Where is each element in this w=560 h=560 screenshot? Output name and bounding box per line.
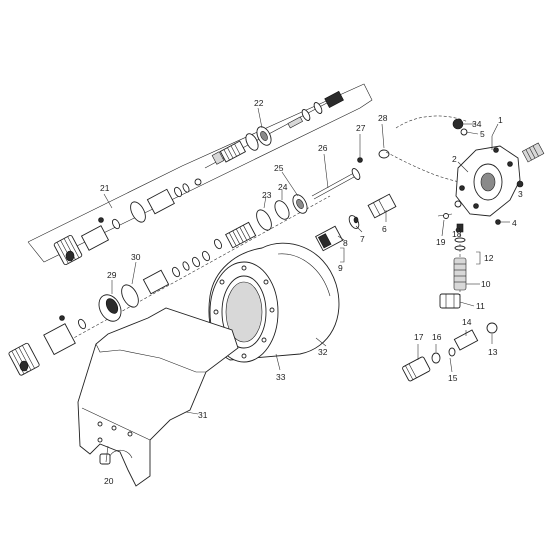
callout-28: 28 — [378, 113, 388, 123]
callout-22: 22 — [254, 98, 264, 108]
callout-31: 31 — [198, 410, 208, 420]
callout-12: 12 — [484, 253, 494, 263]
callout-21: 21 — [100, 183, 110, 193]
callout-33: 33 — [276, 372, 286, 382]
callout-19: 19 — [436, 237, 446, 247]
callout-18: 18 — [452, 229, 462, 239]
callout-8: 8 — [343, 238, 348, 248]
callout-15: 15 — [448, 373, 458, 383]
callout-24: 24 — [278, 182, 288, 192]
parts-7-8-9 — [315, 215, 360, 252]
leader-lines — [103, 107, 521, 463]
callout-2: 2 — [452, 154, 457, 164]
callout-30: 30 — [131, 252, 141, 262]
callout-17: 17 — [414, 332, 424, 342]
bracket-31 — [77, 307, 239, 487]
callout-13: 13 — [488, 347, 498, 357]
callout-4: 4 — [512, 218, 517, 228]
callout-10: 10 — [481, 279, 491, 289]
callout-32: 32 — [318, 347, 328, 357]
main-row-assembly — [8, 149, 390, 376]
part-22-assembly — [204, 90, 344, 169]
callout-23: 23 — [262, 190, 272, 200]
callout-25: 25 — [274, 163, 284, 173]
part-21-assembly — [53, 178, 202, 266]
callout-7: 7 — [360, 234, 365, 244]
part-6 — [367, 193, 397, 219]
callout-5: 5 — [480, 129, 485, 139]
callout-11: 11 — [476, 301, 485, 311]
callout-1: 1 — [498, 115, 503, 125]
callout-20: 20 — [104, 476, 114, 486]
right-housing — [385, 115, 545, 225]
callout-14: 14 — [462, 317, 472, 327]
callout-26: 26 — [318, 143, 328, 153]
callout-6: 6 — [382, 224, 387, 234]
parts-10-19 — [402, 213, 498, 382]
callout-9: 9 — [338, 263, 343, 273]
callout-labels: 1 2 3 4 5 6 7 8 9 10 11 12 13 14 15 16 1… — [100, 98, 523, 486]
callout-3: 3 — [518, 189, 523, 199]
callout-34: 34 — [472, 119, 482, 129]
callout-27: 27 — [356, 123, 366, 133]
callout-29: 29 — [107, 270, 117, 280]
callout-16: 16 — [432, 332, 442, 342]
